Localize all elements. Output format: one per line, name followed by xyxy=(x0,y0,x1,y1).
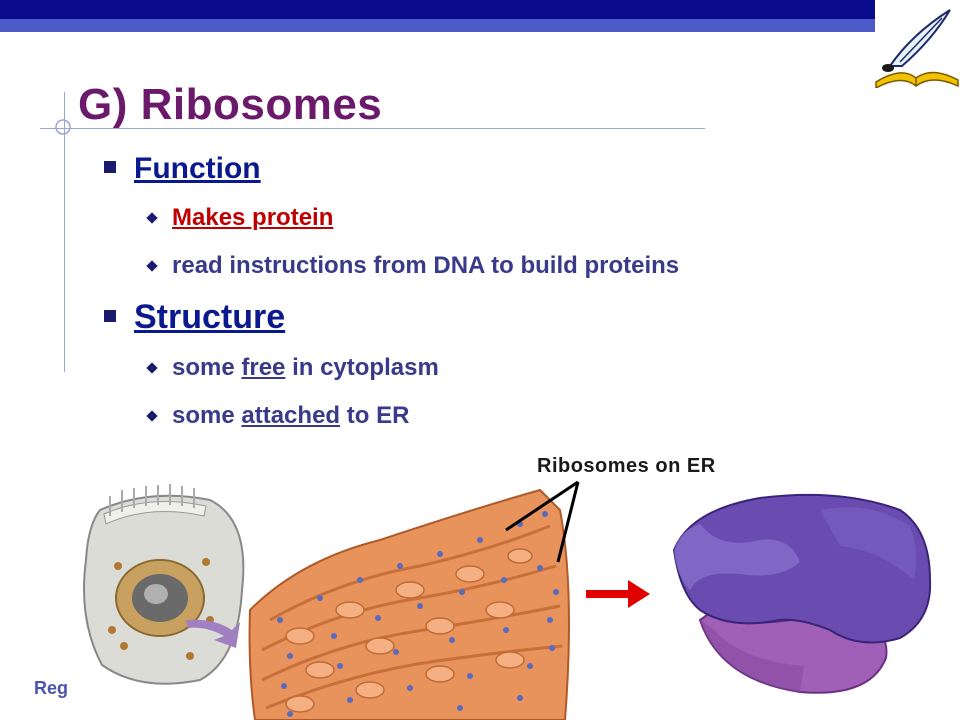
diamond-bullet-icon xyxy=(146,260,158,272)
square-bullet-icon xyxy=(104,161,116,174)
diamond-bullet-icon xyxy=(146,362,158,374)
free-key: free xyxy=(241,354,286,381)
label-pointer-lines xyxy=(505,480,580,563)
bullet-function: Function xyxy=(104,152,261,186)
attached-key: attached xyxy=(241,402,341,429)
slide-title: G) Ribosomes xyxy=(78,80,383,129)
diamond-bullet-icon xyxy=(146,410,158,422)
attached-pre: some xyxy=(172,402,242,429)
pointer-arrow-icon xyxy=(186,619,240,648)
guide-horizontal-line xyxy=(40,128,705,129)
attached-post: to ER xyxy=(340,402,410,429)
bullet-makes-protein: Makes protein xyxy=(146,204,334,232)
diamond-bullet-icon xyxy=(146,212,158,224)
ribosome-illustration xyxy=(672,493,932,694)
top-bar xyxy=(0,0,875,32)
bullet-free-cytoplasm: some free in cytoplasm xyxy=(146,354,439,382)
er-illustration xyxy=(248,488,570,720)
illustration xyxy=(83,480,932,720)
free-post: in cytoplasm xyxy=(285,354,439,381)
crosshair-icon xyxy=(55,119,71,135)
red-arrow-icon xyxy=(586,580,650,608)
bullet-read-instructions: read instructions from DNA to build prot… xyxy=(146,252,680,280)
quill-and-book-icon xyxy=(875,9,959,88)
guide-vertical-line xyxy=(64,92,65,372)
figure-label-ribosomes-on-er: Ribosomes on ER xyxy=(537,455,716,477)
structure-heading: Structure xyxy=(134,298,286,336)
read-instructions-text: read instructions from DNA to build prot… xyxy=(172,252,680,279)
footer-fragment: Reg xyxy=(34,678,69,698)
bullet-attached-er: some attached to ER xyxy=(146,402,410,430)
bullet-structure: Structure xyxy=(104,298,285,337)
cell-illustration xyxy=(83,484,245,685)
square-bullet-icon xyxy=(104,310,116,323)
makes-protein-text: Makes protein xyxy=(172,204,334,231)
free-pre: some xyxy=(172,354,242,381)
function-heading: Function xyxy=(134,152,261,185)
